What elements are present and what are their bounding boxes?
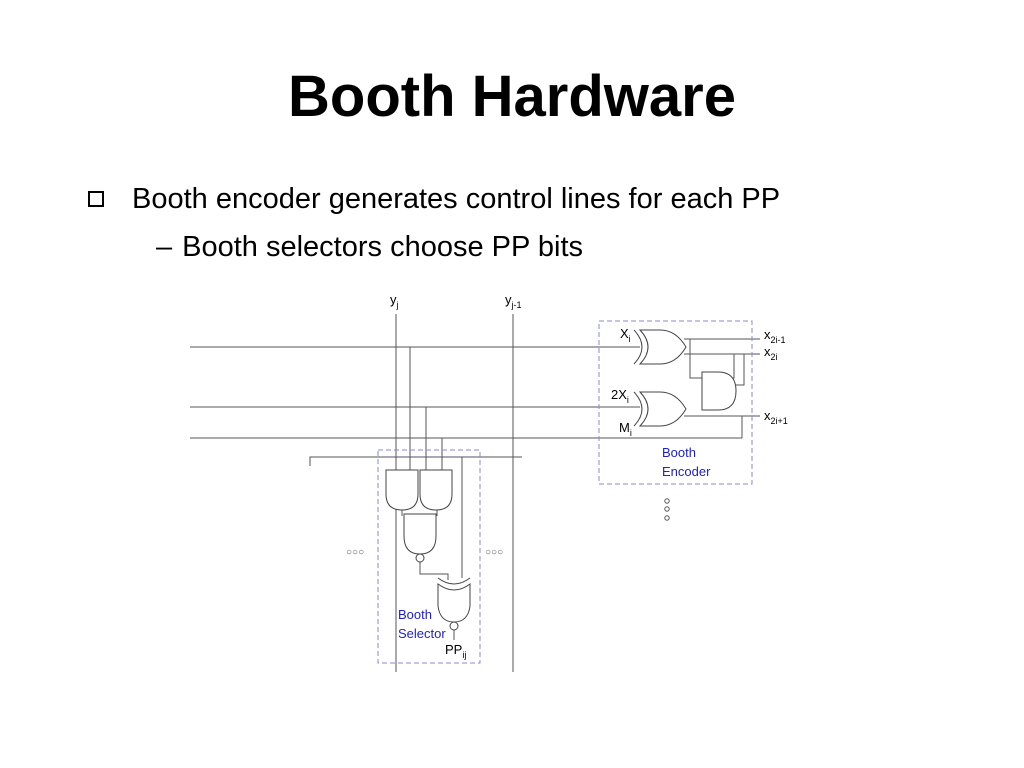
booth-selector-box — [377, 449, 481, 664]
bullet-text: Booth encoder generates control lines fo… — [132, 182, 781, 215]
selector-label-line1: Booth — [398, 607, 432, 622]
xnor-gate-icon — [437, 583, 471, 623]
left-stub-line — [309, 456, 522, 466]
inversion-bubble-icon — [449, 621, 459, 631]
enc-wire-b — [730, 354, 735, 379]
bullet-item: Booth encoder generates control lines fo… — [88, 178, 780, 220]
yj-label: yj — [390, 292, 399, 310]
2xi-label: 2Xi — [611, 387, 629, 405]
middle-ellipsis: ○○○ — [485, 547, 503, 558]
xor-gate-icon — [638, 329, 687, 365]
xnor-gate-input-arc — [437, 577, 471, 585]
inversion-bubble-icon — [415, 553, 425, 563]
and-gate-icon — [385, 469, 419, 511]
x2i-label: x2i — [764, 344, 778, 362]
xi-label: Xi — [620, 326, 631, 344]
nand-gate-icon — [403, 513, 437, 555]
xor-gate-icon — [638, 391, 687, 427]
left-ellipsis: ○○○ — [346, 547, 364, 558]
booth-encoder-box — [598, 320, 753, 485]
vertical-ellipsis-icon — [664, 498, 670, 521]
x2i1-label: x2i+1 — [764, 408, 788, 426]
encoder-label-line1: Booth — [662, 445, 696, 460]
x2i-1-label: x2i-1 — [764, 327, 786, 345]
pp-label: PPij — [445, 642, 466, 660]
encoder-label-line2: Encoder — [662, 464, 711, 479]
mi-label: Mi — [619, 420, 632, 438]
enc-wire-a — [689, 339, 702, 379]
yj1-label: yj-1 — [505, 292, 522, 310]
and-gate-icon — [419, 469, 453, 511]
xor-gate-input-arc — [633, 329, 643, 365]
xor-gate-input-arc — [633, 391, 643, 427]
dash-marker: – — [156, 230, 173, 263]
hollow-square-bullet-icon — [88, 191, 104, 207]
slide-title: Booth Hardware — [288, 64, 736, 129]
sub-bullet-text: Booth selectors choose PP bits — [182, 230, 584, 263]
selector-label-line2: Selector — [398, 626, 446, 641]
enc-wire-c — [736, 354, 745, 386]
nand-to-xor-line — [419, 566, 449, 580]
and-gate-icon — [701, 371, 737, 411]
sub-bullet-item: – Booth selectors choose PP bits — [156, 226, 583, 268]
